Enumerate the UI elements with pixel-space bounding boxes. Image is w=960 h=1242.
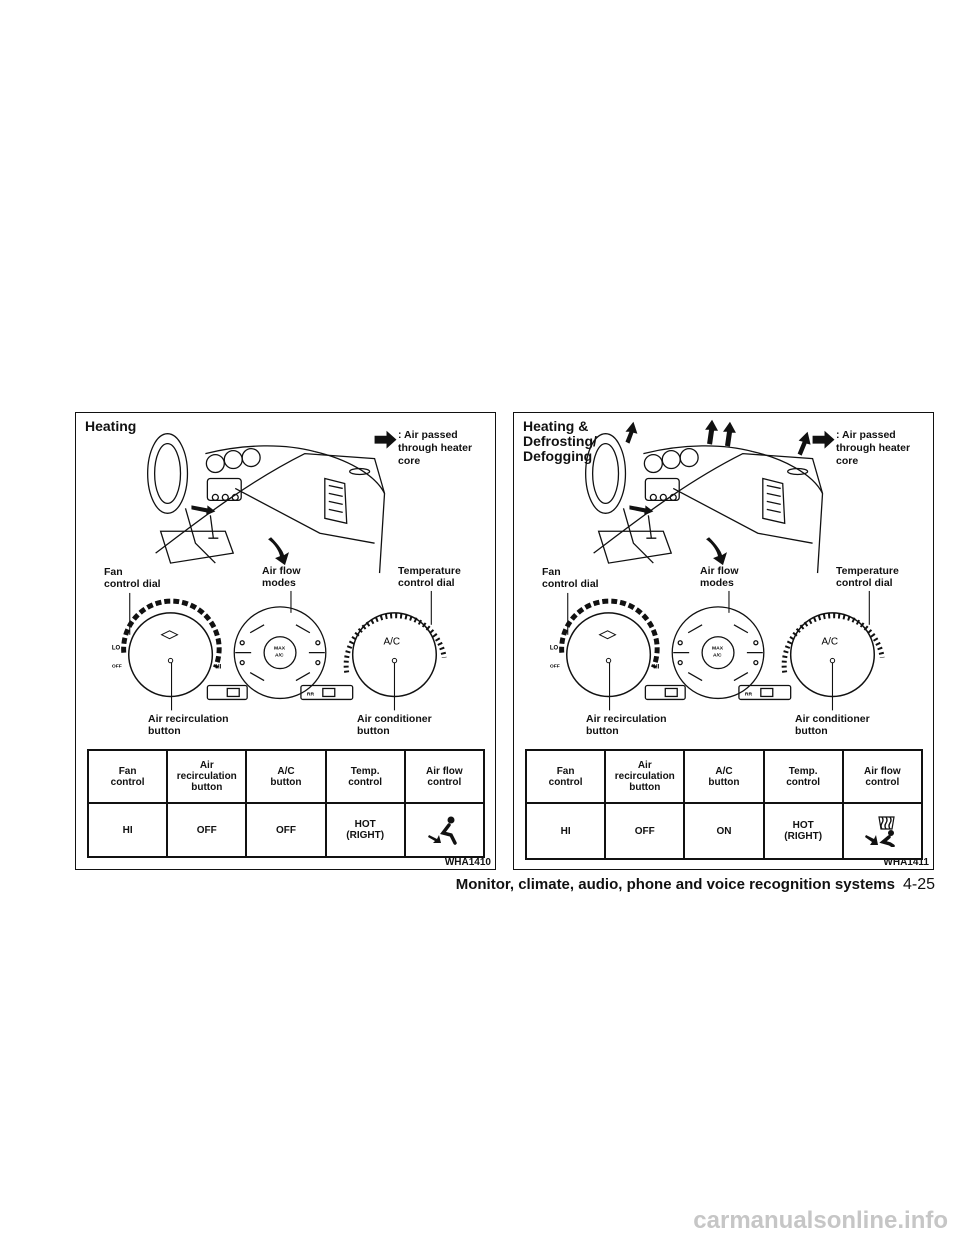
ac-dial-label: A/C xyxy=(822,637,839,648)
fan-control-dial-callout: Fan control dial xyxy=(104,566,161,590)
value-air-flow-control xyxy=(841,802,924,860)
fan-dial-off-label: OFF xyxy=(550,664,560,670)
value-temp-control: HOT (RIGHT) xyxy=(762,802,844,860)
heating-figure-panel: LO OFF HI MAX A/C A/C RR Heating : Air xyxy=(75,412,496,870)
fan-dial-lo-label: LO xyxy=(112,646,121,652)
header-air-recirculation: Air recirculation button xyxy=(166,749,248,804)
panel-title: Heating xyxy=(85,418,137,434)
floor-vent-icon xyxy=(428,816,458,845)
value-air-flow-control xyxy=(403,802,486,858)
page-footer: Monitor, climate, audio, phone and voice… xyxy=(0,876,935,894)
fan-dial-hi-label: HI xyxy=(653,665,659,671)
temperature-control-dial-callout: Temperature control dial xyxy=(398,565,461,589)
header-air-flow-control: Air flow control xyxy=(403,749,486,804)
section-title: Monitor, climate, audio, phone and voice… xyxy=(455,876,895,893)
header-air-flow-control: Air flow control xyxy=(841,749,924,804)
value-fan-control: HI xyxy=(86,802,169,858)
rear-defrost-label: RR xyxy=(745,691,753,697)
heater-core-legend: : Air passed through heater core xyxy=(398,429,473,467)
air-conditioner-button-callout: Air conditioner button xyxy=(357,713,432,737)
value-temp-control: HOT (RIGHT) xyxy=(324,802,406,858)
fan-dial-off-label: OFF xyxy=(112,664,122,670)
air-conditioner-button-callout: Air conditioner button xyxy=(795,713,870,737)
page-number: 4-25 xyxy=(902,876,935,893)
dashboard-illustration: LO OFF HI MAX A/C A/C RR xyxy=(550,419,885,711)
defrost-floor-vent-icon xyxy=(865,816,896,847)
temperature-control-dial-callout: Temperature control dial xyxy=(836,565,899,589)
value-air-recirculation: OFF xyxy=(166,802,248,858)
panel-title: Heating & Defrosting/ Defogging xyxy=(523,418,597,464)
air-recirculation-button-callout: Air recirculation button xyxy=(148,713,229,737)
max-ac-label: MAX xyxy=(274,646,286,652)
header-fan-control: Fan control xyxy=(524,749,607,804)
value-fan-control: HI xyxy=(524,802,607,860)
value-ac-button: ON xyxy=(683,802,765,860)
ac-dial-label: A/C xyxy=(384,637,401,648)
max-ac-sub-label: A/C xyxy=(713,653,722,659)
dashboard-illustration: LO OFF HI MAX A/C A/C RR xyxy=(112,430,447,711)
fan-dial-lo-label: LO xyxy=(550,646,559,652)
header-air-recirculation: Air recirculation button xyxy=(604,749,686,804)
fan-dial-hi-label: HI xyxy=(215,665,221,671)
header-temp-control: Temp. control xyxy=(762,749,844,804)
header-ac-button: A/C button xyxy=(683,749,765,804)
air-recirculation-button-callout: Air recirculation button xyxy=(586,713,667,737)
rear-defrost-label: RR xyxy=(307,691,315,697)
header-temp-control: Temp. control xyxy=(324,749,406,804)
figure-code: WHA1410 xyxy=(444,857,491,868)
heating-defrosting-figure-panel: LO OFF HI MAX A/C A/C RR Heating & Defro… xyxy=(513,412,934,870)
air-flow-modes-callout: Air flow modes xyxy=(262,565,301,589)
max-ac-sub-label: A/C xyxy=(275,653,284,659)
heater-core-legend: : Air passed through heater core xyxy=(836,429,911,467)
value-ac-button: OFF xyxy=(245,802,327,858)
watermark: carmanualsonline.info xyxy=(693,1207,948,1234)
settings-table: Fan control Air recirculation button A/C… xyxy=(86,749,486,858)
fan-control-dial-callout: Fan control dial xyxy=(542,566,599,590)
settings-table: Fan control Air recirculation button A/C… xyxy=(524,749,924,860)
value-air-recirculation: OFF xyxy=(604,802,686,860)
header-ac-button: A/C button xyxy=(245,749,327,804)
header-fan-control: Fan control xyxy=(86,749,169,804)
max-ac-label: MAX xyxy=(712,646,724,652)
air-flow-modes-callout: Air flow modes xyxy=(700,565,739,589)
figure-code: WHA1411 xyxy=(883,857,929,868)
